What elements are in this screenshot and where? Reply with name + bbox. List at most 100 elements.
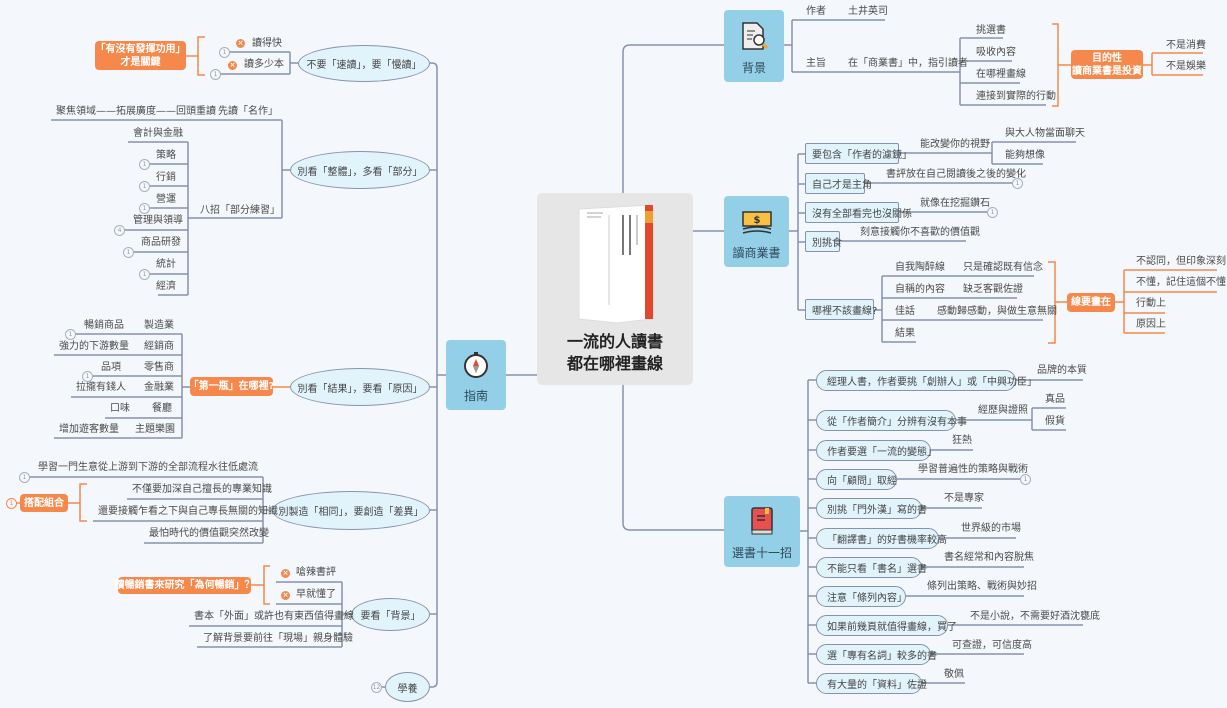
leaf-not-consumption[interactable]: 不是消費 [1166, 40, 1206, 51]
leaf-industry[interactable]: 餐廳 [152, 403, 172, 414]
leaf-theme-item[interactable]: 挑選書 [976, 25, 1006, 36]
branch-cultivation[interactable]: 學養 [385, 672, 430, 702]
leaf-industry[interactable]: 製造業 [144, 320, 174, 331]
leaf-not-entertainment[interactable]: 不是娛樂 [1166, 61, 1206, 72]
tip-detail[interactable]: 品牌的本質 [1037, 365, 1087, 376]
leaf-values-change[interactable]: 最怕時代的價值觀突然改變 [149, 528, 269, 539]
note-bestseller[interactable]: 讀暢銷書來研究「為何暢銷」？ [115, 577, 255, 594]
tip-detail[interactable]: 經歷與證照 [978, 405, 1028, 416]
leaf-row-a[interactable]: 自稱的內容 [895, 284, 945, 295]
leaf-eight-moves[interactable]: 八招「部分練習」 [200, 205, 280, 216]
tip-detail[interactable]: 書名經常和內容脫焦 [944, 552, 1034, 563]
badge-count[interactable]: 1 [82, 371, 93, 382]
leaf-industry[interactable]: 金融業 [144, 382, 174, 393]
tip-detail[interactable]: 不是小說，不需要好酒沈甕底 [970, 611, 1100, 622]
leaf-on-site[interactable]: 了解背景要前往「現場」親身體驗 [203, 633, 353, 644]
tip-10[interactable]: 選「專有名詞」較多的書 [816, 644, 937, 665]
tip-sub-genuine[interactable]: 真品 [1045, 394, 1065, 405]
tip-6[interactable]: 「翻譯書」的好書機率較高 [816, 528, 947, 549]
leaf-statistics[interactable]: 統計 [156, 259, 176, 270]
tip-7[interactable]: 不能只看「書名」選書 [816, 557, 927, 578]
tip-detail[interactable]: 不是專家 [944, 493, 984, 504]
leaf-key[interactable]: 強力的下游數量 [59, 341, 129, 352]
tip-1[interactable]: 經理人書，作者要挑「創辦人」或「中興功臣」 [816, 370, 1037, 391]
leaf-read-many[interactable]: 讀多少本 [244, 59, 284, 70]
topic-eleven-tips[interactable]: 選書十一招 [724, 496, 800, 567]
tip-detail[interactable]: 世界級的市場 [961, 523, 1021, 534]
leaf-economics[interactable]: 經濟 [156, 281, 176, 292]
leaf-accounting[interactable]: 會計與金融 [133, 128, 183, 139]
node-where-not-underline[interactable]: 哪裡不該畫線? [805, 299, 877, 320]
note-key-function[interactable]: 「有沒有發揮功用」 才是關鍵 [95, 41, 186, 70]
tip-11[interactable]: 有大量的「資料」佐證 [816, 673, 927, 694]
note-underline-here[interactable]: 線要畫在 [1067, 293, 1115, 312]
badge-count[interactable]: 1 [1012, 178, 1023, 189]
node-self-protagonist[interactable]: 自己才是主角 [805, 173, 872, 194]
leaf-industry[interactable]: 經銷商 [144, 341, 174, 352]
topic-guide[interactable]: 指南 [446, 340, 506, 410]
leaf-operations[interactable]: 營運 [156, 194, 176, 205]
tip-3[interactable]: 作者要選「一流的變態」 [816, 440, 937, 461]
badge-count[interactable]: 12 [371, 682, 382, 693]
leaf-key[interactable]: 品項 [101, 362, 121, 373]
leaf-already-know[interactable]: 早就懂了 [296, 589, 336, 600]
branch-slow-read[interactable]: 不要「速讀」，要「慢讀」 [298, 45, 430, 82]
leaf-product-dev[interactable]: 商品研發 [141, 237, 181, 248]
leaf-disliked-values[interactable]: 刻意接觸你不喜歡的價值觀 [860, 227, 980, 238]
tip-detail[interactable]: 學習普遍性的策略與戰術 [918, 464, 1028, 475]
badge-count[interactable]: 1 [139, 269, 150, 280]
leaf-theme-item[interactable]: 連接到實際的行動 [976, 91, 1056, 102]
tip-detail[interactable]: 可查證，可信度高 [952, 640, 1032, 651]
tip-detail[interactable]: 狂熱 [952, 435, 972, 446]
leaf-underline-target[interactable]: 不認同，但印象深刻 [1136, 256, 1226, 267]
leaf-key[interactable]: 暢銷商品 [84, 320, 124, 331]
badge-count[interactable]: 1 [210, 69, 221, 80]
leaf-dig-diamonds[interactable]: 就像在挖掘鑽石 [920, 198, 990, 209]
tip-8[interactable]: 注意「條列內容」 [816, 586, 907, 607]
leaf-key[interactable]: 增加遊客數量 [59, 424, 119, 435]
node-not-finish-ok[interactable]: 沒有全部看完也沒關係 [805, 202, 912, 223]
node-author-filter[interactable]: 要包含「作者的濾鏡」 [805, 143, 912, 164]
leaf-imagine[interactable]: 能夠想像 [1005, 150, 1045, 161]
leaf-talk-bigshot[interactable]: 與大人物當面聊天 [1005, 128, 1085, 139]
badge-count[interactable]: 1 [19, 472, 30, 483]
leaf-harsh-review[interactable]: 嗆辣書評 [296, 567, 336, 578]
leaf-industry[interactable]: 零售商 [144, 362, 174, 373]
tip-detail[interactable]: 敬佩 [944, 669, 964, 680]
badge-count[interactable]: 1 [219, 47, 230, 58]
tip-5[interactable]: 別挑「門外漢」寫的書 [816, 498, 927, 519]
branch-causes[interactable]: 別看「結果」，要看「原因」 [290, 368, 430, 406]
badge-count[interactable]: 1 [65, 329, 76, 340]
label-theme[interactable]: 主旨 [806, 58, 826, 69]
leaf-review-change[interactable]: 書評放在自己閱讀後之後的變化 [886, 169, 1026, 180]
leaf-classics-detail[interactable]: 聚焦領域——拓展廣度——回頭重讀 [56, 106, 216, 117]
leaf-theme-item[interactable]: 吸收內容 [976, 47, 1016, 58]
leaf-theme-item[interactable]: 在哪裡畫線 [976, 69, 1026, 80]
leaf-row-b[interactable]: 感動歸感動，與做生意無關 [937, 306, 1057, 317]
node-not-picky[interactable]: 別挑食 [805, 231, 842, 252]
leaf-unrelated-knowledge[interactable]: 還要接觸乍看之下與自己專長無關的知識 [98, 506, 278, 517]
leaf-downhill-detail[interactable]: 學習一門生意從上游到下游的全部流程 [38, 462, 208, 473]
badge-count[interactable]: 1 [1020, 474, 1031, 485]
branch-difference[interactable]: 別製造「相同」，要創造「差異」 [272, 491, 430, 530]
note-combination[interactable]: 搭配組合 [20, 494, 68, 512]
topic-background[interactable]: 背景 [724, 10, 784, 82]
badge-count[interactable]: 1 [139, 181, 150, 192]
note-purpose[interactable]: 目的性 讀商業書是投資 [1071, 50, 1143, 79]
badge-count[interactable]: 4 [114, 225, 125, 236]
tip-2[interactable]: 從「作者簡介」分辨有沒有本事 [816, 410, 967, 431]
leaf-row-b[interactable]: 只是確認既有信念 [963, 262, 1043, 273]
leaf-row-a[interactable]: 結果 [895, 328, 915, 339]
tip-4[interactable]: 向「顧問」取經 [816, 469, 897, 490]
leaf-read-classics[interactable]: 先讀「名作」 [218, 106, 278, 117]
badge-count[interactable]: 1 [139, 159, 150, 170]
topic-business-books[interactable]: $ 讀商業書 [724, 196, 789, 267]
leaf-row-a[interactable]: 佳話 [895, 306, 915, 317]
badge-count[interactable]: 1 [6, 498, 17, 509]
leaf-underline-target[interactable]: 原因上 [1136, 319, 1166, 330]
leaf-row-a[interactable]: 自我陶醉線 [895, 262, 945, 273]
label-author[interactable]: 作者 [806, 6, 826, 17]
leaf-management[interactable]: 管理與領導 [133, 215, 183, 226]
leaf-change-view[interactable]: 能改變你的視野 [920, 139, 990, 150]
tip-9[interactable]: 如果前幾頁就值得畫線，買了 [816, 615, 957, 636]
